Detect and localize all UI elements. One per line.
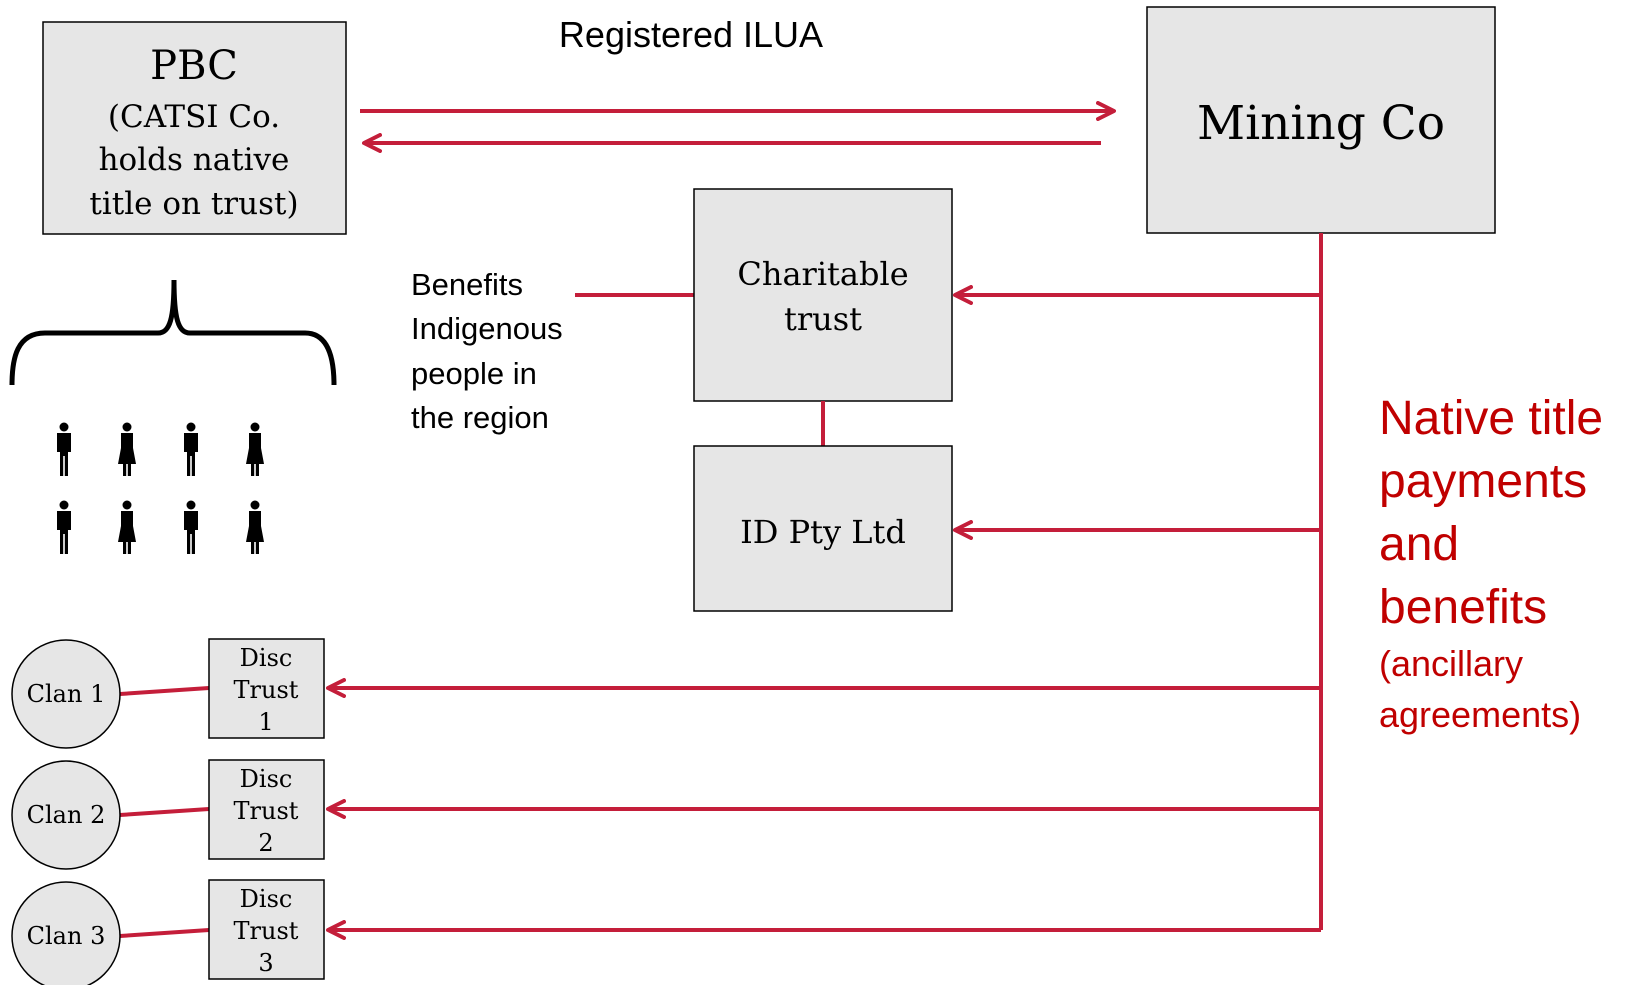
female-person-icon	[246, 422, 264, 476]
male-person-icon	[184, 500, 198, 554]
id-pty-ltd-label: ID Pty Ltd	[740, 513, 906, 551]
id-pty-ltd-box: ID Pty Ltd	[693, 445, 953, 612]
female-person-icon	[118, 500, 136, 554]
benefits-line-3: people in	[411, 356, 537, 391]
pbc-title: PBC	[150, 43, 238, 89]
mining-co-box: Mining Co	[1146, 6, 1496, 234]
clan-2-group: Clan 2 Disc Trust 2	[11, 759, 325, 870]
benefits-line-1: Benefits	[411, 267, 523, 302]
payments-sub-line-2: agreements)	[1379, 694, 1581, 735]
clan-2-circle	[11, 760, 121, 870]
payments-line-3: and	[1379, 518, 1459, 571]
pbc-line-3: title on trust)	[89, 186, 298, 222]
clan-3-connector	[119, 928, 210, 938]
disc-trust-1-line-3: 1	[258, 708, 273, 736]
payments-sub-line-1: (ancillary	[1379, 643, 1523, 684]
disc-trust-3-box	[208, 879, 325, 980]
male-person-icon	[57, 422, 71, 476]
male-person-icon	[184, 422, 198, 476]
clan-1-group: Clan 1 Disc Trust 1	[11, 638, 325, 749]
payments-line-4: benefits	[1379, 581, 1547, 634]
disc-trust-3-line-1: Disc	[240, 885, 293, 913]
disc-trust-3-line-2: Trust	[234, 917, 299, 945]
ilua-label: Registered ILUA	[559, 14, 823, 55]
payments-line-2: payments	[1379, 455, 1587, 508]
male-person-icon	[57, 500, 71, 554]
payments-label: Native title payments and benefits (anci…	[1379, 392, 1603, 735]
clan-3-label: Clan 3	[27, 922, 106, 950]
benefits-line-4: the region	[411, 400, 549, 435]
benefits-line-2: Indigenous	[411, 311, 563, 346]
clan-3-circle	[11, 881, 121, 985]
disc-trust-2-line-2: Trust	[234, 797, 299, 825]
clan-3-group: Clan 3 Disc Trust 3	[11, 879, 325, 985]
clan-1-circle	[11, 639, 121, 749]
pbc-box: PBC (CATSI Co. holds native title on tru…	[42, 21, 347, 235]
pbc-line-2: holds native	[99, 142, 290, 178]
charitable-trust-box: Charitable trust	[693, 188, 953, 402]
clan-2-connector	[119, 807, 210, 817]
female-person-icon	[246, 500, 264, 554]
payments-line-1: Native title	[1379, 392, 1603, 445]
pbc-line-1: (CATSI Co.	[108, 99, 280, 135]
female-person-icon	[118, 422, 136, 476]
clan-1-connector	[119, 686, 210, 696]
charitable-trust-line-2: trust	[784, 300, 862, 338]
disc-trust-1-line-1: Disc	[240, 644, 293, 672]
clan-2-label: Clan 2	[27, 801, 106, 829]
disc-trust-3-line-3: 3	[258, 949, 273, 977]
disc-trust-2-line-3: 2	[258, 829, 273, 857]
people-group	[57, 422, 264, 554]
charitable-trust-line-1: Charitable	[737, 255, 908, 293]
disc-trust-1-line-2: Trust	[234, 676, 299, 704]
disc-trust-2-line-1: Disc	[240, 765, 293, 793]
benefits-label: Benefits Indigenous people in the region	[411, 267, 563, 435]
disc-trust-2-box	[208, 759, 325, 860]
mining-co-label: Mining Co	[1197, 96, 1445, 151]
disc-trust-1-box	[208, 638, 325, 739]
clan-1-label: Clan 1	[27, 680, 106, 708]
group-brace	[9, 279, 337, 386]
